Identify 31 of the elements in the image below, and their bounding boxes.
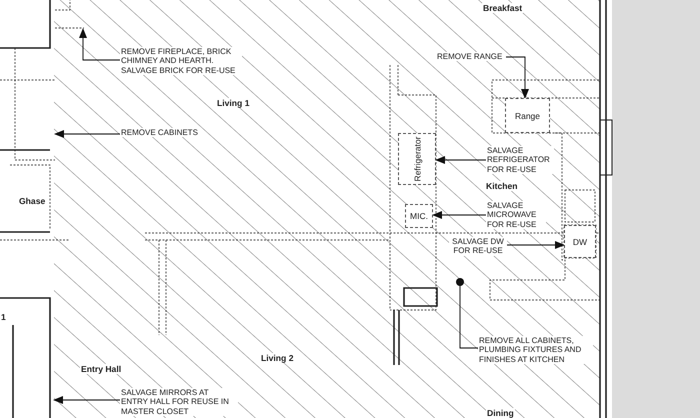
room-label: Ghase bbox=[18, 196, 46, 206]
leader-line bbox=[53, 396, 120, 404]
fixture-label: DW bbox=[572, 236, 588, 246]
demolition-note: SALVAGE MICROWAVE FOR RE-USE bbox=[486, 201, 546, 230]
leader-line bbox=[506, 56, 529, 99]
fixture-label: Refrigerator bbox=[412, 136, 422, 182]
fixture-box bbox=[398, 133, 436, 185]
leader-line bbox=[456, 278, 478, 348]
fixture-box bbox=[405, 204, 433, 228]
demolition-note: REMOVE CABINETS bbox=[120, 128, 200, 138]
fixture-label: MIC. bbox=[410, 211, 428, 221]
fixture-label: Range bbox=[514, 110, 540, 120]
room-label: Kitchen bbox=[485, 181, 519, 191]
leader-line bbox=[432, 211, 486, 219]
fixture-box bbox=[505, 98, 550, 133]
leader-line bbox=[54, 130, 120, 138]
room-label: Entry Hall bbox=[80, 364, 122, 374]
leader-line bbox=[506, 241, 565, 249]
leader-line bbox=[435, 156, 486, 164]
demolition-note: SALVAGE DW FOR RE-USE bbox=[449, 237, 507, 256]
fixture-box bbox=[564, 225, 596, 258]
room-label: 1 bbox=[0, 312, 7, 322]
room-label: Living 2 bbox=[260, 353, 294, 363]
room-label: Breakfast bbox=[482, 3, 524, 13]
room-label: Dining bbox=[486, 408, 515, 418]
room-label: Living 1 bbox=[216, 98, 250, 108]
demolition-note: SALVAGE MIRRORS AT ENTRY HALL FOR REUSE IN MASTER CLOSET bbox=[120, 388, 238, 416]
demolition-note: REMOVE ALL CABINETS, PLUMBING FIXTURES AND FINISHES AT KITCHEN bbox=[478, 336, 593, 364]
leader-line bbox=[79, 28, 120, 60]
demolition-note: SALVAGE REFRIGERATOR FOR RE-USE bbox=[486, 146, 554, 174]
demolition-note: REMOVE FIREPLACE, BRICK CHIMNEY AND HEARTH. SALVAGE BRICK FOR RE-USE bbox=[120, 47, 242, 76]
